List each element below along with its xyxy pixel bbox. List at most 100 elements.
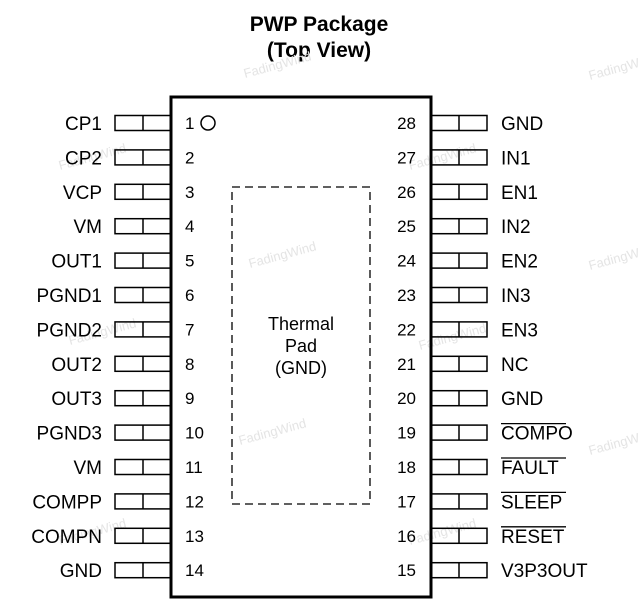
- thermal-pad-outline: [231, 186, 371, 505]
- pin-name: FAULT: [501, 458, 559, 479]
- pin-22: 22 EN3: [397, 320, 538, 341]
- pin-name: CP2: [65, 148, 102, 169]
- pin-name: EN1: [501, 183, 538, 204]
- pin-name: EN3: [501, 320, 538, 341]
- pin-6: 6 PGND1: [37, 286, 195, 307]
- pin-name: RESET: [501, 527, 565, 548]
- thermal-pad-label-line-3: (GND): [275, 358, 327, 378]
- pin-name: SLEEP: [501, 492, 562, 513]
- pin-number: 22: [397, 320, 416, 339]
- pin-name: GND: [501, 389, 543, 410]
- pin-number: 18: [397, 458, 416, 477]
- pin-name: PGND1: [37, 286, 102, 307]
- pin-name: PGND2: [37, 320, 102, 341]
- watermark: FadingWind: [247, 238, 318, 270]
- pin-name: VCP: [63, 183, 102, 204]
- pin-number: 6: [185, 286, 194, 305]
- pin-12: 12 COMPP: [32, 492, 204, 513]
- pin-number: 2: [185, 148, 194, 167]
- pin-28: 28 GND: [397, 114, 543, 135]
- pin-25: 25 IN2: [397, 217, 531, 238]
- pin-15: 15 V3P3OUT: [397, 561, 588, 582]
- pin-number: 13: [185, 527, 204, 546]
- ic-body: [169, 95, 433, 599]
- pin-8: 8 OUT2: [51, 355, 194, 376]
- watermark: FadingWind: [587, 240, 638, 272]
- pin-name: OUT3: [51, 389, 102, 410]
- pin-name: PGND3: [37, 424, 102, 445]
- watermark: FadingWind: [587, 425, 638, 457]
- pin-number: 4: [185, 217, 194, 236]
- pin-16: 16 RESET: [397, 526, 566, 548]
- pin-number: 24: [397, 252, 416, 271]
- pin-number: 26: [397, 183, 416, 202]
- pin-21: 21 NC: [397, 355, 528, 376]
- pin-name: IN2: [501, 217, 531, 238]
- pin-number: 10: [185, 424, 204, 443]
- pin-number: 9: [185, 389, 194, 408]
- pin-number: 21: [397, 355, 416, 374]
- pin-name: NC: [501, 355, 528, 376]
- pin-9: 9 OUT3: [51, 389, 194, 410]
- pin-14: 14 GND: [60, 561, 204, 582]
- pin-number: 3: [185, 183, 194, 202]
- pin-number: 1: [185, 114, 194, 133]
- pin-name: IN3: [501, 286, 531, 307]
- pin-number: 8: [185, 355, 194, 374]
- pin-number: 23: [397, 286, 416, 305]
- pin-name: GND: [60, 561, 102, 582]
- pin1-marker-icon: [200, 115, 216, 131]
- pin-number: 28: [397, 114, 416, 133]
- pin-number: 16: [397, 527, 416, 546]
- pin-number: 25: [397, 217, 416, 236]
- pin-17: 17 SLEEP: [397, 491, 566, 513]
- pin-name: COMPN: [31, 527, 102, 548]
- pin-name: OUT1: [51, 252, 102, 273]
- thermal-pad-label-line-2: Pad: [285, 336, 317, 356]
- pin-10: 10 PGND3: [37, 424, 204, 445]
- pin-24: 24 EN2: [397, 252, 538, 273]
- watermark: FadingWind: [587, 50, 638, 82]
- pin-2: 2 CP2: [65, 148, 194, 169]
- pin-number: 17: [397, 492, 416, 511]
- pin-number: 12: [185, 492, 204, 511]
- watermark: FadingWind: [407, 140, 478, 172]
- watermark: FadingWind: [237, 415, 308, 447]
- pin-3: 3 VCP: [63, 183, 195, 204]
- pin-number: 19: [397, 424, 416, 443]
- pin-27: 27 IN1: [397, 148, 531, 169]
- pin-19: 19 COMPO: [397, 422, 573, 445]
- pin-7: 7 PGND2: [37, 320, 195, 341]
- pin-20: 20 GND: [397, 389, 543, 410]
- pin-4: 4 VM: [74, 217, 195, 238]
- pin-name: OUT2: [51, 355, 102, 376]
- pin-name: VM: [74, 217, 103, 238]
- pin-number: 11: [185, 458, 203, 477]
- pin-name: VM: [74, 458, 103, 479]
- pin-26: 26 EN1: [397, 183, 538, 204]
- pin-number: 14: [185, 561, 204, 580]
- pin-number: 15: [397, 561, 416, 580]
- watermark: FadingWind: [242, 48, 313, 80]
- pin-number: 20: [397, 389, 416, 408]
- pin-11: 11 VM: [74, 458, 203, 479]
- pins-layer: 1CP12CP23VCP4VM5OUT16PGND17PGND28OUT29OU…: [31, 114, 588, 582]
- pin-name: COMPO: [501, 424, 573, 445]
- pin-1: 1 CP1: [65, 114, 216, 135]
- pin-name: EN2: [501, 252, 538, 273]
- pin-name: GND: [501, 114, 543, 135]
- pin-number: 7: [185, 320, 194, 339]
- pin-name: CP1: [65, 114, 102, 135]
- title-line-2: (Top View): [266, 39, 372, 62]
- thermal-pad-label-line-1: Thermal: [268, 314, 334, 334]
- pin-name: V3P3OUT: [501, 561, 588, 582]
- title-line-1: PWP Package: [249, 13, 389, 36]
- pin-23: 23 IN3: [397, 286, 531, 307]
- pin-13: 13 COMPN: [31, 527, 204, 548]
- pin-name: IN1: [501, 148, 531, 169]
- pin-number: 27: [397, 148, 416, 167]
- pin-18: 18 FAULT: [397, 457, 566, 479]
- pin-name: COMPP: [32, 492, 102, 513]
